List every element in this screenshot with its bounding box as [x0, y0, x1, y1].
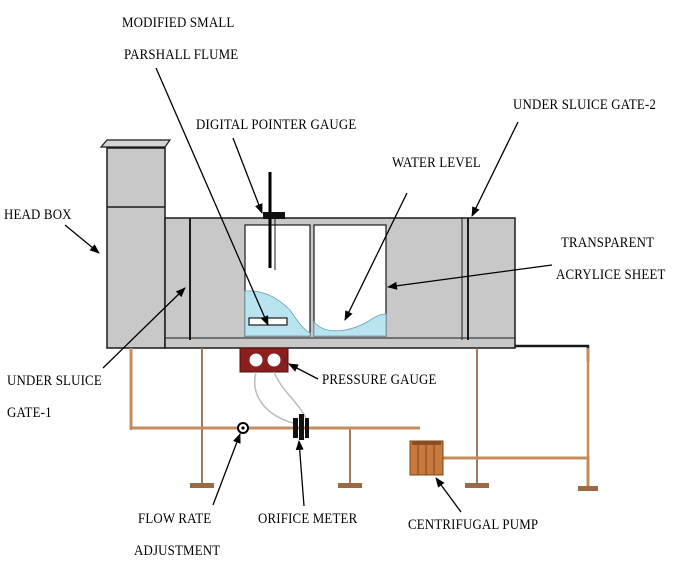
- pressure-gauge: [239, 347, 309, 424]
- label-gate-1-line2: GATE-1: [7, 405, 52, 421]
- label-modified-flume-line1: MODIFIED SMALL: [122, 15, 235, 31]
- label-transparent-line1: TRANSPARENT: [561, 235, 655, 251]
- acrylic-window-right: [313, 224, 387, 337]
- acrylic-window-left: [244, 224, 311, 337]
- arrow-gate-2: [471, 121, 519, 217]
- label-water-level: WATER LEVEL: [392, 155, 481, 171]
- label-orifice-meter: ORIFICE METER: [258, 511, 358, 527]
- label-head-box: HEAD BOX: [4, 207, 72, 223]
- orifice-meter: [293, 414, 309, 440]
- stand-feet: [190, 483, 598, 491]
- arrow-acrylic-sheet: [387, 264, 553, 290]
- arrow-pump: [435, 477, 462, 513]
- arrow-head-box: [64, 224, 100, 254]
- head-box: [99, 139, 172, 349]
- arrow-pointer-gauge: [232, 137, 263, 214]
- arrow-water-level: [344, 192, 408, 321]
- label-pressure-gauge: PRESSURE GAUGE: [322, 372, 437, 388]
- arrow-gate-1: [102, 287, 186, 369]
- arrow-pressure-gauge: [288, 363, 319, 380]
- label-centrifugal-pump: CENTRIFUGAL PUMP: [408, 517, 539, 533]
- label-transparent-line2: ACRYLICE SHEET: [556, 267, 666, 283]
- label-under-sluice-gate-2: UNDER SLUICE GATE-2: [513, 97, 657, 113]
- support-stands: [130, 348, 478, 484]
- centrifugal-pump: [409, 440, 444, 476]
- callout-arrows: [64, 67, 553, 513]
- label-flow-rate-line2: ADJUSTMENT: [134, 543, 221, 559]
- arrow-flume: [155, 67, 269, 326]
- flow-rate-valve: [237, 422, 249, 434]
- label-digital-pointer-gauge: DIGITAL POINTER GAUGE: [196, 117, 357, 133]
- label-flow-rate-line1: FLOW RATE: [138, 511, 212, 527]
- arrow-orifice-meter: [295, 440, 305, 507]
- label-gate-1-line1: UNDER SLUICE: [7, 373, 102, 389]
- under-sluice-gate-2: [461, 218, 469, 340]
- digital-pointer-gauge: [263, 172, 285, 270]
- label-modified-flume-line2: PARSHALL FLUME: [124, 47, 239, 63]
- arrow-flow-rate: [212, 433, 241, 506]
- return-pipe: [515, 344, 590, 362]
